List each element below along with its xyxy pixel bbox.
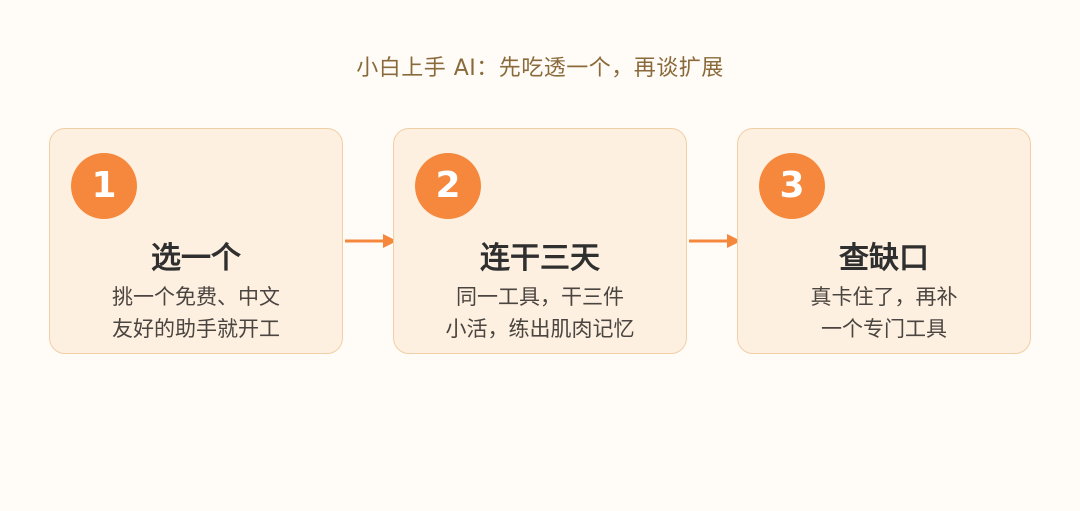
steps-flow: 1 选一个 挑一个免费、中文 友好的助手就开工 2 连干三天 同一工具，干三件 …	[49, 128, 1031, 354]
step-description-line: 友好的助手就开工	[112, 317, 280, 341]
step-description: 同一工具，干三件 小活，练出肌肉记忆	[394, 281, 686, 345]
arrow-right-icon	[689, 234, 741, 248]
step-title: 选一个	[151, 241, 241, 276]
step-number-badge: 2	[415, 153, 481, 219]
step-card-3: 3 查缺口 真卡住了，再补 一个专门工具	[737, 128, 1031, 354]
step-description-line: 真卡住了，再补	[810, 285, 958, 309]
step-description-line: 挑一个免费、中文	[112, 285, 280, 309]
step-title: 连干三天	[480, 241, 600, 276]
step-description-line: 一个专门工具	[821, 317, 947, 341]
step-number-badge: 1	[71, 153, 137, 219]
step-card-2: 2 连干三天 同一工具，干三件 小活，练出肌肉记忆	[393, 128, 687, 354]
step-description-line: 小活，练出肌肉记忆	[445, 317, 635, 341]
step-title: 查缺口	[839, 241, 929, 276]
step-number-badge: 3	[759, 153, 825, 219]
page-title: 小白上手 AI：先吃透一个，再谈扩展	[356, 56, 724, 81]
arrow-right-icon	[345, 234, 397, 248]
step-card-1: 1 选一个 挑一个免费、中文 友好的助手就开工	[49, 128, 343, 354]
step-description: 挑一个免费、中文 友好的助手就开工	[50, 281, 342, 345]
step-description-line: 同一工具，干三件	[456, 285, 624, 309]
step-description: 真卡住了，再补 一个专门工具	[738, 281, 1030, 345]
